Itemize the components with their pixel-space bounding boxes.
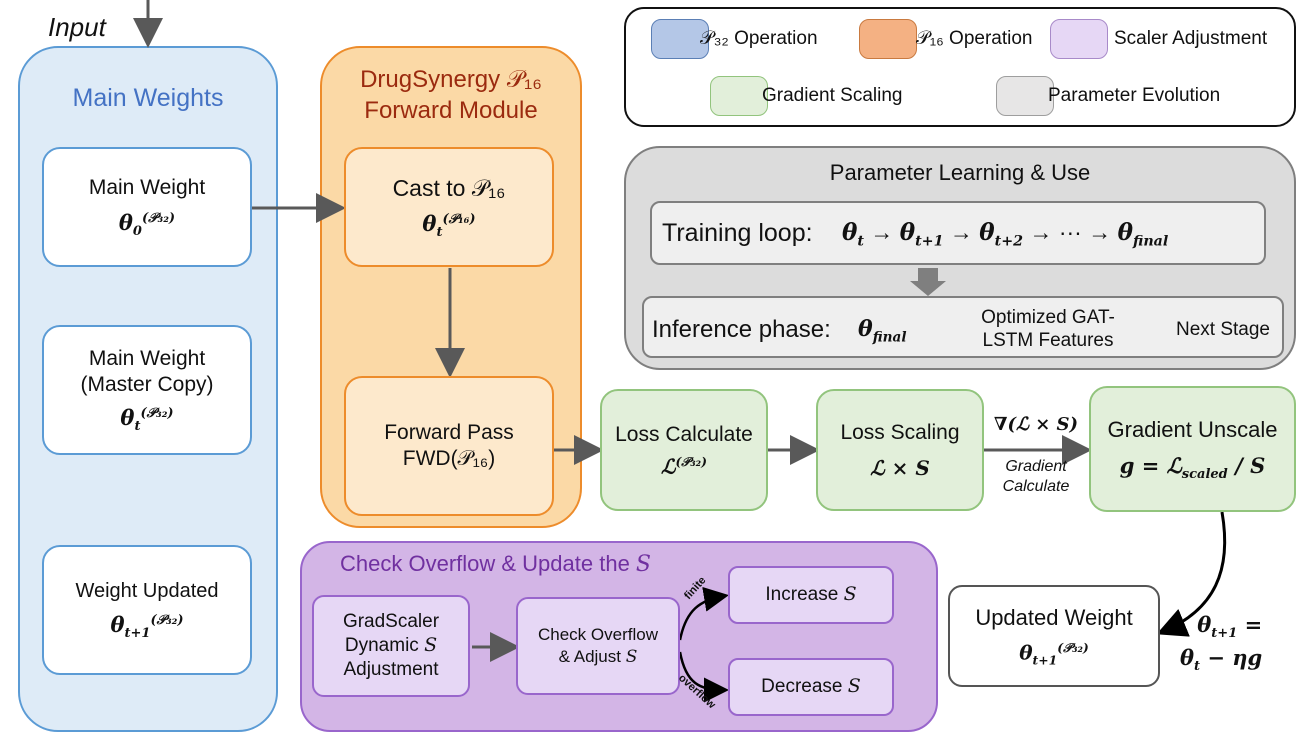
gradscaler-label-2: Dynamic S [344, 634, 438, 657]
legend-label-p32: 𝒫₃₂ Operation [700, 28, 818, 49]
gradient-edge-label-1: Gradient [1005, 458, 1067, 475]
gat-lstm-features: Optimized GAT- LSTM Features [968, 307, 1128, 353]
updated-weight-box[interactable]: Updated Weight θt+1(𝒫₃₂) [948, 585, 1160, 687]
forward-module-title-2: Forward Module [364, 97, 538, 125]
updated-weight-label: Updated Weight [975, 605, 1133, 631]
gradscaler-box[interactable]: GradScaler Dynamic S Adjustment [312, 595, 470, 697]
loss-scaling-formula: ℒ × S [870, 456, 930, 481]
updated-theta-symbol: θt+1(𝒫₃₂) [1019, 639, 1089, 668]
check-overflow-label-1: Check Overflow [538, 625, 658, 645]
theta-0-symbol: θ0(𝒫₃₂) [118, 209, 176, 239]
training-loop-box[interactable] [650, 201, 1266, 265]
legend-label-evolution: Parameter Evolution [1048, 85, 1221, 106]
update-rule-line2: θt − ηg [1180, 645, 1263, 675]
training-loop-label: Training loop: [662, 219, 813, 247]
gat-lstm-features-1: Optimized GAT- [981, 307, 1115, 328]
inference-phase-box[interactable] [642, 296, 1284, 358]
overflow-arrow [678, 651, 729, 703]
cast-box[interactable]: Cast to 𝒫₁₆ θt(𝒫₁₆) [344, 147, 554, 267]
legend-swatch-scaler [1050, 19, 1108, 59]
decrease-s-box[interactable]: Decrease S [728, 658, 894, 716]
cast-label: Cast to 𝒫₁₆ [392, 175, 506, 202]
gradient-edge-label-2: Calculate [1002, 478, 1070, 495]
loss-symbol: ℒ(𝒫₃₂) [661, 453, 707, 479]
inference-phase-label: Inference phase: [652, 316, 831, 343]
main-weight-box[interactable]: Main Weight θ0(𝒫₃₂) [42, 147, 252, 267]
legend-label-scaler: Scaler Adjustment [1114, 28, 1268, 49]
gat-lstm-features-2: LSTM Features [982, 329, 1114, 351]
training-down-arrow [910, 268, 946, 296]
gradient-unscale-label: Gradient Unscale [1107, 416, 1278, 442]
finite-arrow [678, 586, 729, 641]
theta-t-symbol: θt(𝒫₃₂) [120, 404, 174, 434]
update-rule-line1: θt+1 = [1197, 612, 1263, 642]
gradient-edge-label: Gradient Calculate [984, 457, 1088, 497]
main-weights-title: Main Weights [72, 84, 224, 112]
weight-updated-box[interactable]: Weight Updated θt+1(𝒫₃₂) [42, 545, 252, 675]
input-label: Input [48, 12, 106, 42]
check-overflow-label-2: & Adjust S [558, 646, 638, 667]
gradscaler-label-1: GradScaler [342, 611, 440, 633]
theta-t-p16-symbol: θt(𝒫₁₆) [422, 210, 476, 240]
decrease-s-label: Decrease S [761, 675, 861, 698]
next-stage-label: Next Stage [1176, 319, 1270, 340]
gradient-edge-formula: ∇(ℒ × S) [993, 414, 1079, 435]
legend-swatch-gradient [710, 76, 768, 116]
forward-pass-label-2: FWD(𝒫₁₆) [402, 447, 496, 470]
master-copy-label-1: Main Weight [88, 347, 206, 371]
legend-swatch-p32 [651, 19, 709, 59]
check-overflow-box[interactable]: Check Overflow & Adjust S [516, 597, 680, 695]
legend-label-gradient: Gradient Scaling [762, 85, 903, 106]
overflow-title: Check Overflow & Update the S [340, 551, 651, 577]
theta-t1-symbol: θt+1(𝒫₃₂) [110, 611, 184, 642]
increase-s-label: Increase S [765, 583, 857, 606]
legend-swatch-p16 [859, 19, 917, 59]
loss-scaling-box[interactable]: Loss Scaling ℒ × S [816, 389, 984, 511]
forward-pass-box[interactable]: Forward Pass FWD(𝒫₁₆) [344, 376, 554, 516]
increase-s-box[interactable]: Increase S [728, 566, 894, 624]
forward-module-title-1: DrugSynergy 𝒫₁₆ [360, 66, 542, 93]
forward-module-title: DrugSynergy 𝒫₁₆ Forward Module [320, 64, 582, 126]
forward-pass-label-1: Forward Pass [384, 420, 514, 444]
legend-label-p16: 𝒫₁₆ Operation [916, 28, 1033, 49]
gradscaler-label-3: Adjustment [343, 658, 439, 680]
main-weight-label: Main Weight [88, 176, 206, 200]
master-copy-box[interactable]: Main Weight (Master Copy) θt(𝒫₃₂) [42, 325, 252, 455]
unscale-to-update-arrow [1156, 511, 1227, 637]
gradient-unscale-formula: g = ℒscaled / S [1119, 453, 1266, 483]
inference-theta-final: θfinal [858, 316, 907, 346]
update-rule: θt+1 = θt − ηg [1180, 610, 1262, 677]
master-copy-label-2: (Master Copy) [80, 373, 214, 397]
loss-calculate-label: Loss Calculate [615, 422, 753, 446]
loss-calculate-box[interactable]: Loss Calculate ℒ(𝒫₃₂) [600, 389, 768, 511]
gradient-unscale-box[interactable]: Gradient Unscale g = ℒscaled / S [1089, 386, 1296, 512]
param-learning-title: Parameter Learning & Use [829, 160, 1091, 185]
weight-updated-label: Weight Updated [75, 579, 219, 602]
loss-scaling-label: Loss Scaling [840, 420, 960, 444]
legend-swatch-evolution [996, 76, 1054, 116]
training-loop-formula: θt → θt+1 → θt+2 → ··· → θfinal [842, 219, 1169, 250]
